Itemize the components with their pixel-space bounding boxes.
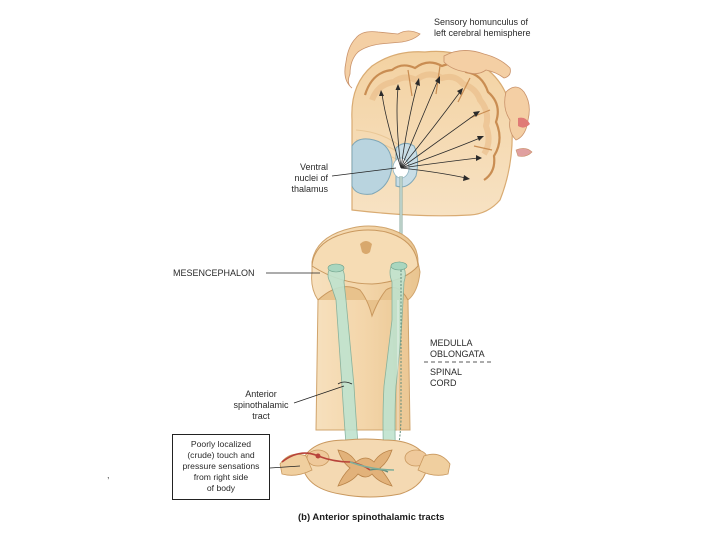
- projection-fibers: [381, 79, 481, 179]
- tract-bracket: [337, 381, 353, 385]
- homunculus-figure: [344, 30, 533, 157]
- spinal-cord-label: SPINAL CORD: [430, 367, 463, 388]
- sensation-note-box: Poorly localized (crude) touch and press…: [172, 434, 270, 500]
- medulla-label: MEDULLA OBLONGATA: [430, 338, 485, 359]
- brainstem-and-cord: [311, 225, 421, 431]
- mesencephalon-label: MESENCEPHALON: [173, 268, 255, 278]
- tract-label: Anterior spinothalamic tract: [233, 389, 289, 421]
- stray-mark: ,: [107, 470, 110, 480]
- homunculus-lips-icon: [518, 117, 530, 128]
- homunculus-hand-icon: [443, 50, 511, 79]
- projection-arrowheads: [379, 76, 484, 181]
- leader-lines: [266, 167, 494, 469]
- homunculus-arm-icon: [344, 30, 421, 89]
- figure-caption: (b) Anterior spinothalamic tracts: [298, 512, 445, 523]
- thalamus-label: Ventral nuclei of thalamus: [291, 162, 328, 194]
- homunculus-label: Sensory homunculus of left cerebral hemi…: [434, 17, 531, 38]
- homunculus-tongue-icon: [515, 148, 533, 157]
- spinal-cord-section: [279, 438, 451, 498]
